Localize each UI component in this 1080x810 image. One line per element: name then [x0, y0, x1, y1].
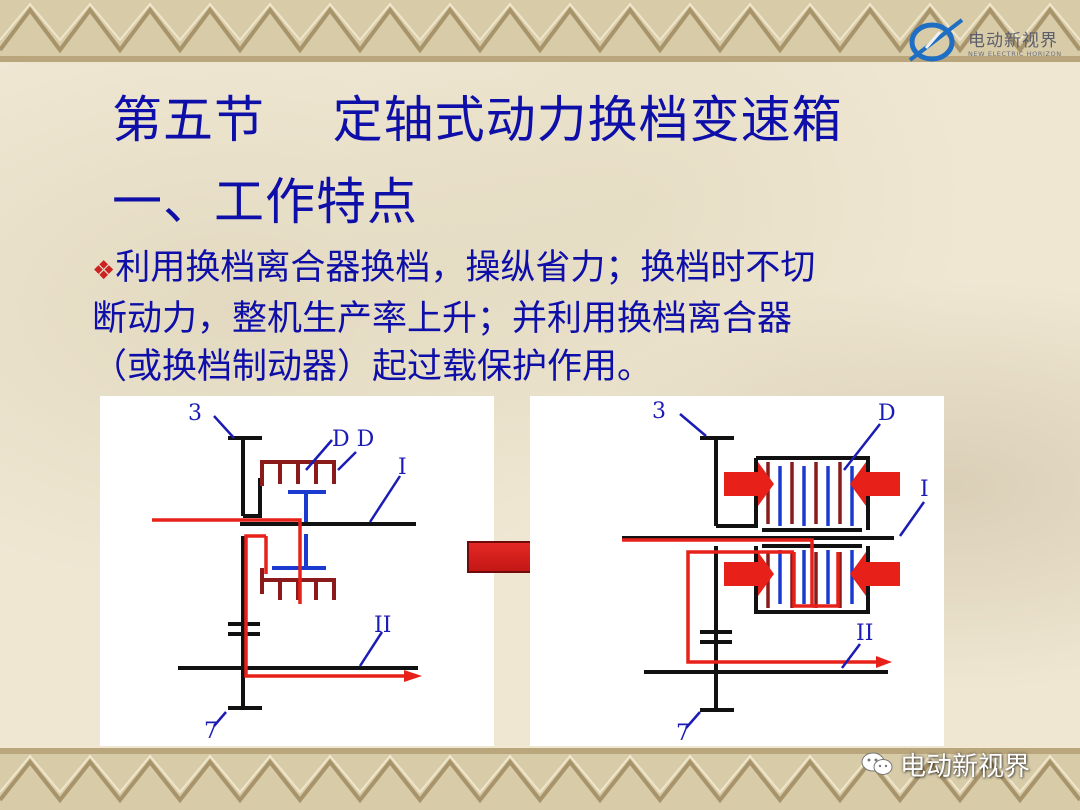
- diagram-disengaged: 3 D D I II 7: [100, 396, 494, 746]
- paragraph-line-1-text: 利用换档离合器换档，操纵省力；换档时不切: [115, 248, 816, 288]
- label-i: I: [398, 455, 407, 480]
- feature-paragraph: ❖利用换档离合器换档，操纵省力；换档时不切 断动力，整机生产率上升；并利用换档离…: [92, 244, 992, 391]
- label-7: 7: [676, 721, 690, 746]
- section-heading: 一、工作特点: [112, 173, 418, 231]
- logo-text: 电动新视界: [968, 31, 1058, 51]
- paragraph-line-2: 断动力，整机生产率上升；并利用换档离合器: [92, 299, 793, 339]
- wechat-icon: [861, 752, 893, 775]
- paragraph-line-3: （或换档制动器）起过载保护作用。: [92, 347, 653, 387]
- label-3: 3: [188, 401, 202, 426]
- label-i: I: [920, 477, 929, 502]
- power-flow-path: [152, 518, 406, 678]
- label-3: 3: [652, 399, 666, 424]
- label-7: 7: [204, 719, 218, 744]
- power-flow-path: [622, 538, 878, 664]
- label-ii: II: [856, 621, 873, 646]
- bottom-border: [0, 748, 1080, 810]
- clutch-plates-blue: [778, 466, 854, 604]
- watermark: 电动新视界: [860, 746, 1030, 782]
- pressure-arrows: [724, 462, 900, 596]
- brand-logo: 电动新视界 NEW ELECTRIC HORIZON: [906, 14, 1071, 64]
- label-dd: D D: [332, 427, 374, 452]
- power-flow-arrowhead: [404, 670, 422, 682]
- logo-emblem-icon: [908, 18, 964, 62]
- label-d: D: [878, 401, 896, 426]
- label-ii: II: [374, 613, 391, 638]
- diagram-engaged: 3 D I II 7: [530, 396, 944, 746]
- paragraph-line-1: ❖利用换档离合器换档，操纵省力；换档时不切: [92, 244, 992, 295]
- top-border: [0, 0, 1080, 62]
- clutch-upper: [260, 460, 336, 486]
- bullet-icon: ❖: [92, 256, 116, 286]
- logo-subtext: NEW ELECTRIC HORIZON: [968, 50, 1062, 58]
- power-flow-arrowhead: [876, 656, 892, 668]
- watermark-text: 电动新视界: [900, 751, 1031, 782]
- page-title: 第五节 定轴式动力换档变速箱: [112, 91, 843, 149]
